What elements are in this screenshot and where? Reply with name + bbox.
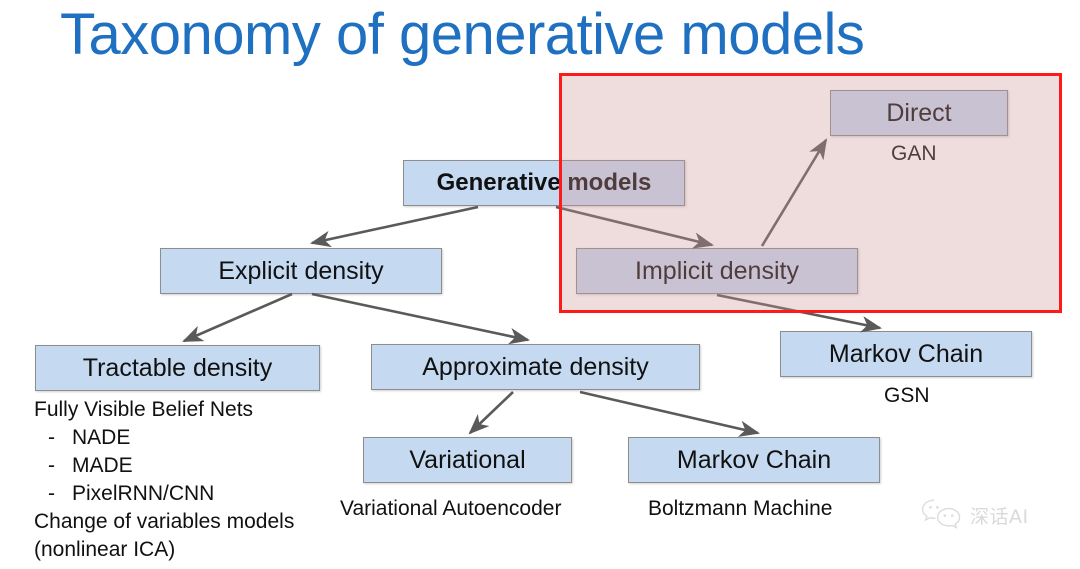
node-tractable-density[interactable]: Tractable density: [35, 345, 320, 391]
bullet-label: MADE: [72, 454, 133, 477]
caption-variational-autoencoder: Variational Autoencoder: [340, 497, 562, 520]
implicit-density-highlight-box: [559, 73, 1062, 313]
watermark-text: 深话AI: [970, 506, 1029, 528]
arrow-approximate-to-markov-bottom: [579, 390, 761, 437]
notes-bullet-nade: - NADE: [34, 424, 294, 452]
bullet-dash: -: [48, 454, 55, 477]
node-markov-chain-boltzmann[interactable]: Markov Chain: [628, 437, 880, 483]
notes-heading: Fully Visible Belief Nets: [34, 398, 254, 421]
node-approximate-density[interactable]: Approximate density: [371, 344, 700, 390]
node-generative-models[interactable]: Generative models: [403, 160, 685, 206]
node-direct[interactable]: Direct: [830, 90, 1008, 136]
notes-footer-line-1: Change of variables models: [34, 510, 295, 533]
watermark: 深话AI: [920, 497, 1029, 534]
node-markov-chain-gsn[interactable]: Markov Chain: [780, 331, 1032, 377]
caption-gsn: GSN: [884, 384, 930, 407]
arrow-explicit-to-approximate: [311, 292, 531, 345]
arrow-explicit-to-tractable: [182, 292, 293, 343]
bullet-dash: -: [48, 482, 55, 505]
tractable-density-notes: Fully Visible Belief Nets - NADE - MADE …: [34, 396, 294, 564]
arrow-root-to-explicit: [309, 205, 479, 248]
bullet-label: NADE: [72, 426, 131, 449]
page-title: Taxonomy of generative models: [60, 2, 865, 67]
node-explicit-density[interactable]: Explicit density: [160, 248, 442, 294]
caption-boltzmann-machine: Boltzmann Machine: [648, 497, 833, 520]
caption-gan: GAN: [891, 142, 937, 165]
notes-bullet-pixelrnn-cnn: - PixelRNN/CNN: [34, 480, 294, 508]
notes-footer-line-2: (nonlinear ICA): [34, 538, 176, 561]
node-implicit-density[interactable]: Implicit density: [576, 248, 858, 294]
bullet-dash: -: [48, 426, 55, 449]
wechat-icon: [920, 497, 964, 534]
node-variational[interactable]: Variational: [363, 437, 572, 483]
arrow-approximate-to-variational: [468, 391, 514, 435]
bullet-label: PixelRNN/CNN: [72, 482, 215, 505]
notes-bullet-made: - MADE: [34, 452, 294, 480]
